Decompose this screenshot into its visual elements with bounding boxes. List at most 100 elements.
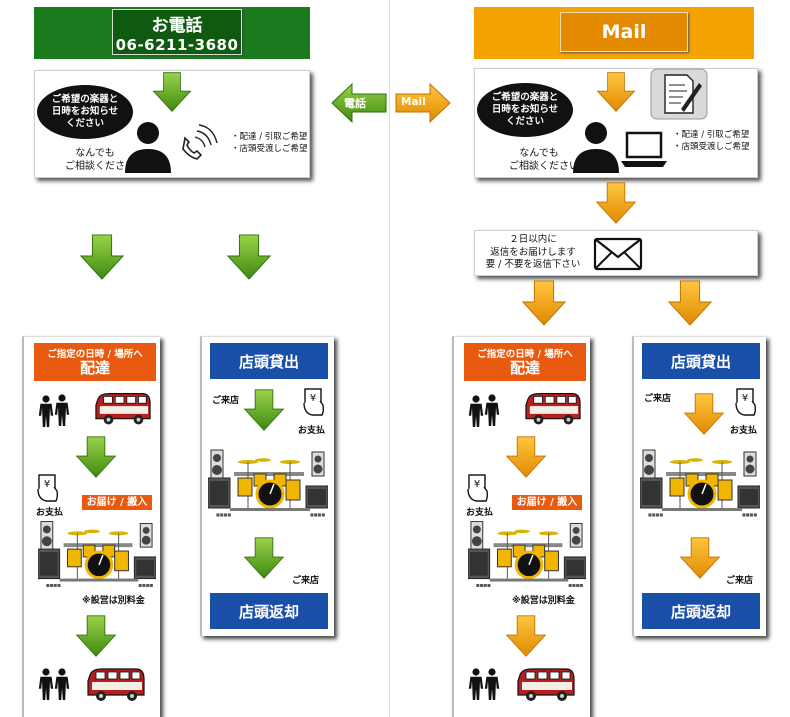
mail-delivery-column: ご指定の日時 / 場所へ 配達 お支払 お届け / 搬入 ※設営は別料金	[452, 336, 590, 717]
payment-icon	[303, 388, 325, 416]
down-arrow-icon	[668, 280, 712, 326]
mail-connector-label: Mail	[401, 96, 426, 108]
bubble-line: 日時をお知らせ	[491, 104, 559, 115]
down-arrow-icon	[684, 393, 724, 435]
person-icon	[484, 668, 500, 700]
consult-line: なんでも	[519, 148, 559, 159]
mail-title: Mail	[601, 21, 647, 43]
reply-line: ２日以内に	[509, 234, 557, 245]
store-rental-header[interactable]: 店頭貸出	[642, 343, 760, 379]
bubble-line: ご希望の楽器と	[491, 92, 559, 103]
delivery-header-sub: ご指定の日時 / 場所へ	[47, 349, 143, 360]
return-visit-label: ご来店	[292, 576, 320, 586]
mail-header-badge[interactable]: Mail	[560, 12, 688, 52]
payment-icon	[467, 474, 489, 502]
option-delivery: ・配達 / 引取ご希望	[231, 132, 308, 142]
delivery-header-main: 配達	[79, 359, 110, 377]
down-arrow-icon	[76, 615, 116, 657]
consult-text: なんでも ご相談ください	[509, 147, 579, 173]
document-icon	[650, 68, 708, 120]
payment-label: お支払	[298, 426, 326, 436]
reply-line: 要 / 不要を返信下さい	[485, 259, 581, 270]
down-arrow-icon	[506, 436, 546, 478]
center-divider	[389, 0, 390, 717]
phone-delivery-column: ご指定の日時 / 場所へ 配達 お支払 お届け / 搬入 ※設営は別料金	[22, 336, 160, 717]
van-icon	[525, 392, 581, 426]
reply-card: ２日以内に 返信をお届けします 要 / 不要を返信下さい	[474, 230, 758, 276]
mail-request-card: ご希望の楽器と 日時をお知らせ ください ・配達 / 引取ご希望 ・店頭受渡しご…	[474, 68, 758, 178]
down-arrow-icon	[522, 280, 566, 326]
laptop-icon	[621, 131, 667, 167]
person-icon	[54, 394, 70, 426]
option-delivery: ・配達 / 引取ご希望	[673, 130, 750, 140]
payment-label: お支払	[466, 508, 494, 518]
person-icon	[468, 668, 484, 700]
visit-label: ご来店	[644, 394, 672, 404]
store-rental-header[interactable]: 店頭貸出	[210, 343, 328, 379]
drum-set-image	[468, 520, 586, 589]
delivery-header-sub: ご指定の日時 / 場所へ	[477, 349, 573, 360]
bubble-line: ご希望の楽器と	[51, 94, 119, 105]
bubble-line: ください	[505, 116, 544, 127]
phone-icon	[182, 124, 218, 160]
phone-title: お電話	[151, 16, 203, 36]
drum-set-image	[208, 448, 328, 519]
down-arrow-icon	[153, 72, 191, 112]
phone-request-card: ご希望の楽器と 日時をお知らせ ください ・配達 / 引取ご希望 ・店頭受渡しご…	[34, 70, 310, 178]
option-storefront: ・店頭受渡しご希望	[231, 144, 308, 154]
down-arrow-icon	[244, 389, 284, 431]
person-icon	[38, 668, 54, 700]
payment-label: お支払	[730, 426, 758, 436]
return-visit-label: ご来店	[726, 576, 754, 586]
down-arrow-icon	[680, 537, 720, 579]
payment-icon	[37, 474, 59, 502]
request-bubble: ご希望の楽器と 日時をお知らせ ください	[477, 83, 573, 137]
store-return-footer[interactable]: 店頭返却	[210, 593, 328, 629]
delivery-header-main: 配達	[509, 359, 540, 377]
person-icon	[54, 668, 70, 700]
down-arrow-icon	[227, 234, 271, 280]
visit-label: ご来店	[212, 396, 240, 406]
phone-connector-label: 電話	[344, 97, 366, 110]
van-icon	[87, 668, 145, 702]
bubble-line: 日時をお知らせ	[51, 106, 119, 117]
phone-header-badge[interactable]: お電話 06-6211-3680	[112, 9, 242, 55]
down-arrow-icon	[506, 615, 546, 657]
payment-label: お支払	[36, 508, 64, 518]
setup-note: ※設営は別料金	[82, 596, 145, 606]
payment-icon	[735, 388, 757, 416]
option-storefront: ・店頭受渡しご希望	[673, 142, 750, 152]
down-arrow-icon	[597, 72, 635, 112]
setup-tag: お届け / 搬入	[82, 495, 152, 510]
drum-set-image	[38, 520, 156, 589]
phone-store-column: 店頭貸出 ご来店 お支払 ご来店 店頭返却	[200, 336, 334, 636]
consult-line: ご相談ください	[65, 161, 135, 172]
setup-tag: お届け / 搬入	[512, 495, 582, 510]
store-return-footer[interactable]: 店頭返却	[642, 593, 760, 629]
person-icon	[468, 395, 484, 427]
person-icon	[38, 395, 54, 427]
drum-set-image	[640, 448, 760, 519]
delivery-header[interactable]: ご指定の日時 / 場所へ 配達	[34, 343, 156, 381]
van-icon	[95, 392, 151, 426]
mail-store-column: 店頭貸出 ご来店 お支払 ご来店 店頭返却	[632, 336, 766, 636]
down-arrow-icon	[596, 182, 636, 224]
phone-connector-arrow	[331, 82, 387, 124]
bubble-line: ください	[65, 118, 104, 129]
consult-line: なんでも	[75, 148, 115, 159]
person-icon	[484, 394, 500, 426]
consult-text: なんでも ご相談ください	[65, 147, 135, 173]
down-arrow-icon	[80, 234, 124, 280]
operator-silhouette-icon	[573, 122, 619, 173]
down-arrow-icon	[244, 537, 284, 579]
mail-connector-arrow	[395, 82, 451, 124]
down-arrow-icon	[76, 436, 116, 478]
operator-silhouette-icon	[125, 122, 171, 173]
request-bubble: ご希望の楽器と 日時をお知らせ ください	[37, 85, 133, 139]
setup-note: ※設営は別料金	[512, 596, 575, 606]
envelope-icon	[593, 237, 643, 271]
reply-line: 返信をお届けします	[490, 246, 576, 258]
delivery-header[interactable]: ご指定の日時 / 場所へ 配達	[464, 343, 586, 381]
consult-line: ご相談ください	[509, 161, 579, 172]
phone-number[interactable]: 06-6211-3680	[115, 36, 239, 54]
